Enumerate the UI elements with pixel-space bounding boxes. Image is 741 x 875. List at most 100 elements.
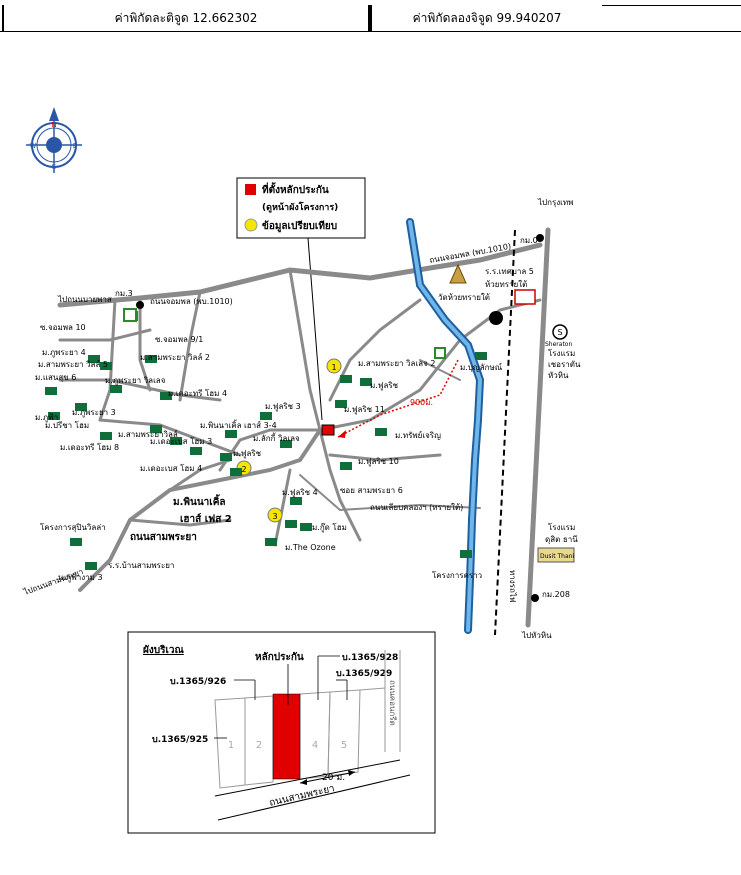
train-icon xyxy=(489,311,503,325)
school-icon xyxy=(514,289,536,305)
village-label: ม.ภูพระยา 4 xyxy=(42,348,86,358)
village-icons xyxy=(45,311,487,570)
village-label: ม.ภูพระยา วิลเลจ xyxy=(105,376,166,386)
distance-route xyxy=(337,359,459,438)
dusit-logo xyxy=(537,547,575,563)
village-label: ม.ภูฟ้างาม 3 xyxy=(58,573,103,583)
village-label: ม.ฟูลริช 10 xyxy=(358,457,399,467)
temple-icon xyxy=(449,263,467,284)
lot-number: 5 xyxy=(341,740,347,751)
seven-eleven-icon xyxy=(123,308,137,322)
village-label: ม.สามพระยาวิลล์ xyxy=(118,429,178,439)
collateral-marker xyxy=(321,424,335,436)
village-label: ม.ฟูลริช 11 xyxy=(344,405,385,415)
village-label: ม.ภูพระยา 3 xyxy=(72,408,116,418)
village-label: ม.เดอะทรี โฮม 4 xyxy=(168,388,227,398)
svg-text:W: W xyxy=(30,142,37,150)
label-km0: กม.0 xyxy=(520,236,538,245)
label-km3: กม.3 xyxy=(115,289,133,298)
inset-plot-926: บ.1365/926 xyxy=(170,677,226,687)
label-road-samphraya: ถนนสามพระยา xyxy=(130,532,197,543)
village-label: ม.แสนสุข 6 xyxy=(35,373,76,382)
village-label: ม.บุญลักษณ์ xyxy=(460,362,503,372)
svg-text:S: S xyxy=(52,163,57,171)
label-railway: ทางรถไฟ xyxy=(508,570,517,603)
village-label: ม.ทรัพย์เจริญ xyxy=(395,430,441,440)
village-label: ม.ลักกี้ วิลเลจ xyxy=(253,432,300,443)
inset-width-label: 20 ม. xyxy=(322,773,345,783)
inset-plot-928: บ.1365/928 xyxy=(342,653,398,663)
legend-comparison: ข้อมูลเปรียบเทียบ xyxy=(262,220,337,233)
comparison-marker-icon xyxy=(244,218,258,232)
label-to-pranburi: ไปถนนบายพาส xyxy=(57,295,112,304)
collateral-marker-icon xyxy=(245,184,256,195)
lot-number: 2 xyxy=(256,740,262,751)
inset-collateral-label: หลักประกัน xyxy=(255,651,304,663)
inset-side-road-label: ถนนคอนกรีต xyxy=(388,680,397,726)
site-plan-inset: ผังบริเวณ หลักประกัน บ.1365/926 บ.1365/9… xyxy=(127,631,436,834)
header-line xyxy=(602,5,741,6)
label-school-1: ร.ร.เทศบาล 5 xyxy=(485,267,534,276)
label-km208: กม.208 xyxy=(542,590,570,599)
label-project-supin: โครงการสุปินวิลล่า xyxy=(40,522,106,532)
sheraton-logo-text: Sheraton xyxy=(545,341,572,348)
village-label: ม.กู๊ด โฮม xyxy=(312,522,347,533)
label-school-2: ห้วยทรายใต้ xyxy=(485,280,527,289)
label-distance: 900ม. xyxy=(410,398,433,407)
label-dusit-2: ดุสิต ธานี xyxy=(545,535,578,544)
label-school-samphraya: ร.ร.บ้านสามพระยา xyxy=(108,561,174,570)
village-label: ม.ภูฟ้า xyxy=(35,413,58,423)
svg-text:E: E xyxy=(73,142,77,150)
collateral-lot xyxy=(272,693,301,780)
inset-title: ผังบริเวณ xyxy=(143,644,184,656)
village-label: ม.สามพระยา วิลล์ 5 xyxy=(38,359,108,369)
svg-text:3: 3 xyxy=(272,512,277,521)
inset-plot-929: บ.1365/929 xyxy=(336,669,392,679)
longitude-label: ค่าพิกัดลองจิจูด 99.940207 xyxy=(370,5,602,32)
svg-text:S: S xyxy=(557,328,562,337)
label-phinan-2: เฮาส์ เฟส 2 xyxy=(180,513,232,525)
village-label: ม.สามพระยา วิลล์ 2 xyxy=(140,352,210,362)
dusit-logo-text: Dusit Thani xyxy=(540,553,574,560)
label-road-liab: ถนนเลียบคลองฯ (ทรายใต้) xyxy=(370,503,463,512)
sheraton-logo: S xyxy=(552,324,568,340)
label-dusit-1: โรงแรม xyxy=(548,522,575,532)
label-sheraton-1: โรงแรม xyxy=(548,348,575,358)
label-sheraton-2: เชอราตัน xyxy=(548,360,581,369)
label-to-bangkok: ไปกรุงเทพ xyxy=(537,198,573,207)
label-phinan-1: ม.พินนาเคิ้ล xyxy=(173,494,226,508)
map-legend: ที่ตั้งหลักประกัน (ดูหน้าผังโครงการ) ข้อ… xyxy=(236,177,366,239)
header-underline xyxy=(0,31,741,32)
village-label: ม.ปรีชา โฮม xyxy=(45,420,89,430)
village-label: ซ.จอมพล 9/1 xyxy=(155,335,203,344)
village-label: ม.ฟูลริช 3 xyxy=(265,402,301,412)
village-label: ม.ฟูลริช xyxy=(233,449,262,459)
label-road-jompol-west: ถนนจอมพล (พบ.1010) xyxy=(150,297,233,306)
village-label: ม.เดอะเบส โฮม 3 xyxy=(150,436,212,446)
village-label: ม.สามพระยา วิลเลจ 2 xyxy=(358,359,435,368)
canal xyxy=(406,218,485,634)
label-to-huahin: ไปหัวหิน xyxy=(521,631,552,640)
village-label: ม.พินนาเคิ้ล เฮาส์ 3-4 xyxy=(200,419,277,430)
compass-icon: N W E S xyxy=(26,107,82,173)
legend-collateral-sub: (ดูหน้าผังโครงการ) xyxy=(262,201,338,213)
inset-plot-925: บ.1365/925 xyxy=(152,735,208,745)
village-label: ม.เดอะทรี โฮม 8 xyxy=(60,442,119,452)
legend-collateral: ที่ตั้งหลักประกัน xyxy=(262,182,329,196)
seven-eleven-icon xyxy=(434,347,446,359)
village-label: ซ.จอมพล 10 xyxy=(40,323,86,332)
village-label: ม.เดอะเบส โฮม 4 xyxy=(140,463,202,473)
label-project-krao: โครงการคราว xyxy=(432,570,482,580)
village-label: ม.ฟูลริช xyxy=(370,381,399,391)
latitude-label: ค่าพิกัดละติจูด 12.662302 xyxy=(2,5,370,32)
svg-text:N: N xyxy=(51,121,56,129)
label-to-samphraya: ไปถนนสามพระยา xyxy=(22,567,85,597)
coordinate-bar: ค่าพิกัดละติจูด 12.662302 ค่าพิกัดลองจิจ… xyxy=(0,5,741,32)
svg-text:1: 1 xyxy=(331,363,336,372)
village-label: ม.The Ozone xyxy=(285,543,336,552)
svg-text:2: 2 xyxy=(241,465,246,474)
railway-line xyxy=(494,229,516,636)
lot-number: 1 xyxy=(228,740,234,751)
village-label: ม.ฟูลริช 4 xyxy=(282,488,318,498)
